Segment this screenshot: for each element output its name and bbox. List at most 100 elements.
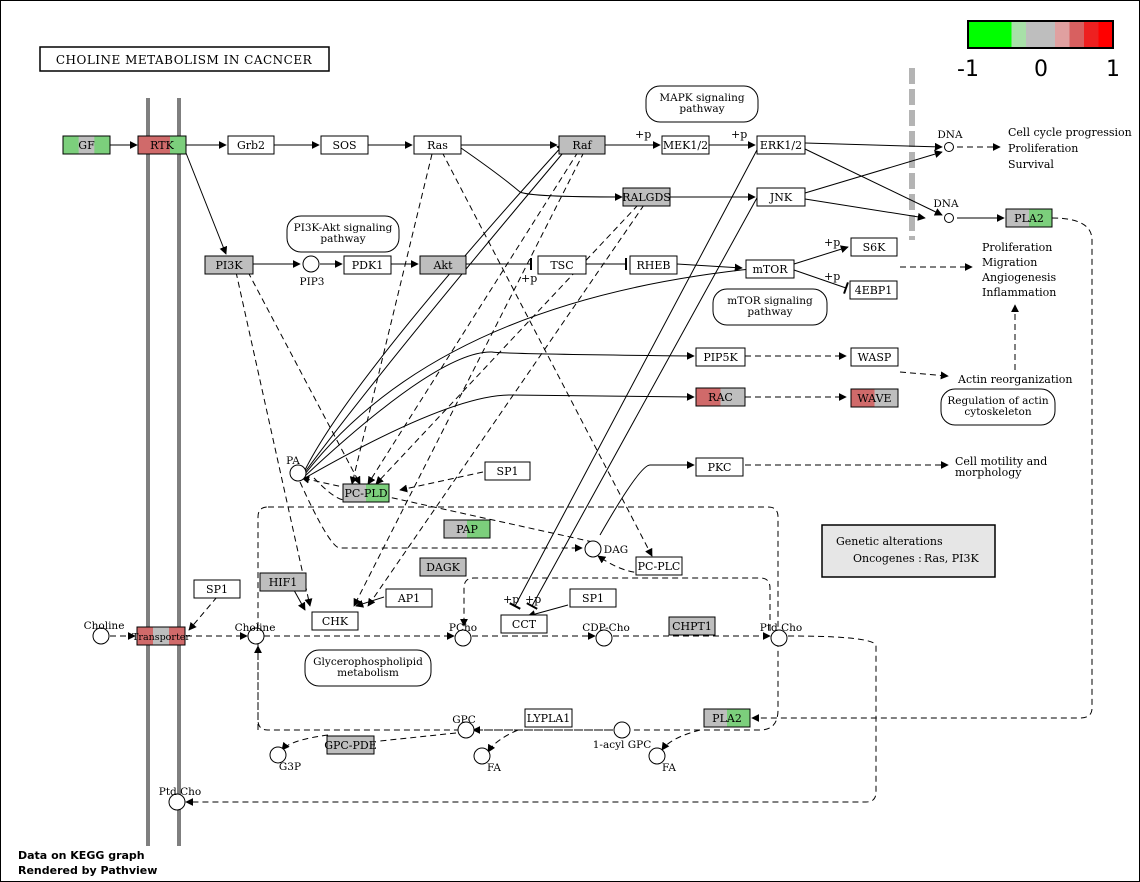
gene-node-gf[interactable]: GF: [62, 135, 111, 155]
gene-node-pcpld[interactable]: PC-PLD: [342, 483, 390, 503]
gene-node-mtor[interactable]: mTOR: [745, 259, 795, 279]
gene-node-ras[interactable]: Ras: [413, 135, 462, 155]
gene-label: RAC: [708, 391, 733, 404]
gene-node-sp1-b[interactable]: SP1: [193, 579, 241, 599]
pathway-link-label: metabolism: [337, 667, 399, 679]
gene-node-pla2-bottom[interactable]: PLA2: [703, 708, 751, 728]
compound-dag[interactable]: DAG: [584, 540, 628, 558]
pathway-edges: [110, 141, 1093, 806]
legend-swatch: [1069, 21, 1085, 48]
outcome-cell-cycle: Survival: [1008, 158, 1054, 171]
outcome-cell-cycle: Cell cycle progression: [1008, 126, 1132, 139]
gene-node-raf[interactable]: Raf: [558, 135, 606, 155]
compound-ptdcho[interactable]: Ptd Cho: [760, 622, 802, 647]
gene-label: DAGK: [426, 561, 461, 574]
gene-node-chpt1[interactable]: CHPT1: [668, 616, 716, 636]
gene-node-rac[interactable]: RAC: [695, 387, 746, 407]
compound-gpc[interactable]: GPC: [452, 714, 476, 739]
legend-swatch: [1098, 21, 1114, 48]
compound-label: PCho: [449, 622, 477, 634]
compound-dna2[interactable]: DNA: [933, 198, 959, 223]
compound-pip3[interactable]: PIP3: [300, 255, 325, 288]
footer-line-2: Rendered by Pathview: [18, 864, 157, 877]
gene-node-gpcpde[interactable]: GPC-PDE: [324, 735, 377, 755]
gene-node-ap1[interactable]: AP1: [385, 588, 433, 608]
compound-choline-out[interactable]: Choline: [84, 620, 125, 645]
gene-label: SOS: [332, 139, 356, 152]
phospho-label: +p: [635, 128, 651, 141]
gene-node-rtk[interactable]: RTK: [137, 135, 187, 155]
compound-g3p[interactable]: G3P: [269, 746, 301, 773]
gene-node-sp1-c[interactable]: SP1: [569, 588, 617, 608]
gene-node-pdk1[interactable]: PDK1: [343, 255, 392, 275]
gene-label: RHEB: [637, 259, 671, 272]
gene-label: LYPLA1: [527, 712, 571, 725]
gene-label: CCT: [512, 618, 537, 631]
gene-node-sos[interactable]: SOS: [320, 135, 369, 155]
gene-node-pi3k[interactable]: PI3K: [204, 255, 254, 275]
legend-swatch: [982, 21, 998, 48]
gene-label: PLA2: [1014, 212, 1044, 225]
gene-label: PAP: [456, 523, 478, 536]
gene-node-erk[interactable]: ERK1/2: [756, 135, 806, 155]
compound-dna1[interactable]: DNA: [937, 129, 963, 152]
compound-choline-in[interactable]: Choline: [235, 622, 276, 645]
gene-node-pcplc[interactable]: PC-PLC: [635, 556, 683, 576]
gene-node-mek[interactable]: MEK1/2: [661, 135, 710, 155]
gene-node-akt[interactable]: Akt: [419, 255, 467, 275]
gene-node-transporter[interactable]: Transporter: [132, 626, 190, 646]
pathway-link-label: MAPK signaling: [659, 92, 745, 104]
compound-fa1[interactable]: FA: [473, 747, 501, 774]
gene-node-ebp1[interactable]: 4EBP1: [849, 280, 898, 300]
compound-label: Ptd Cho: [159, 786, 201, 798]
gene-label: CHPT1: [672, 620, 712, 633]
gene-node-pip5k[interactable]: PIP5K: [695, 347, 746, 367]
gene-node-grb2[interactable]: Grb2: [227, 135, 275, 155]
gene-node-chk[interactable]: CHK: [311, 611, 359, 631]
gene-node-s6k[interactable]: S6K: [850, 237, 898, 257]
phospho-labels: +p+p+p+p+p+p+p: [503, 128, 840, 606]
title-box: [39, 46, 330, 72]
gene-label: mTOR: [752, 263, 788, 276]
dag-compartment: [257, 506, 779, 731]
gene-label: TSC: [550, 259, 573, 272]
compound-fa2[interactable]: FA: [648, 747, 676, 774]
compound-pcho[interactable]: PCho: [449, 622, 477, 647]
gene-node-ralgds[interactable]: RALGDS: [622, 187, 671, 207]
gene-node-sp1-a[interactable]: SP1: [484, 461, 531, 481]
gene-node-pla2-top[interactable]: PLA2: [1005, 208, 1053, 228]
pathway-link-label: Regulation of actin: [947, 395, 1048, 407]
gene-node-wasp[interactable]: WASP: [850, 347, 899, 367]
compound-pa[interactable]: PA: [286, 455, 307, 482]
gene-node-pkc[interactable]: PKC: [695, 457, 744, 477]
outcome-prolif: Proliferation: [982, 241, 1052, 254]
outcome-actin-reorg: Actin reorganization: [957, 373, 1072, 386]
gene-node-tsc[interactable]: TSC: [537, 255, 587, 275]
compound-acylgpc[interactable]: 1-acyl GPC: [593, 721, 651, 751]
gene-label: PC-PLD: [344, 487, 387, 500]
gene-node-cct[interactable]: CCT: [500, 614, 548, 634]
gene-label: 4EBP1: [855, 284, 893, 297]
legend-label-min: -1: [957, 57, 979, 82]
compound-label: DNA: [937, 129, 963, 141]
gene-label: HIF1: [269, 576, 298, 589]
gene-label: Transporter: [132, 632, 190, 643]
gene-node-lypla1[interactable]: LYPLA1: [524, 708, 573, 728]
gene-node-rheb[interactable]: RHEB: [629, 255, 678, 275]
gene-label: SP1: [497, 465, 519, 478]
gene-node-wave[interactable]: WAVE: [850, 388, 899, 408]
compound-cdpcho[interactable]: CDP-Cho: [582, 622, 630, 647]
gene-node-pap[interactable]: PAP: [443, 519, 491, 539]
legend-swatch: [1026, 21, 1041, 48]
phospho-label: +p: [503, 593, 519, 606]
compound-ptdcho2[interactable]: Ptd Cho: [159, 786, 201, 811]
gene-node-hif1[interactable]: HIF1: [259, 572, 307, 592]
gene-node-jnk[interactable]: JNK: [756, 187, 806, 207]
gene-node-dagk[interactable]: DAGK: [419, 557, 467, 577]
